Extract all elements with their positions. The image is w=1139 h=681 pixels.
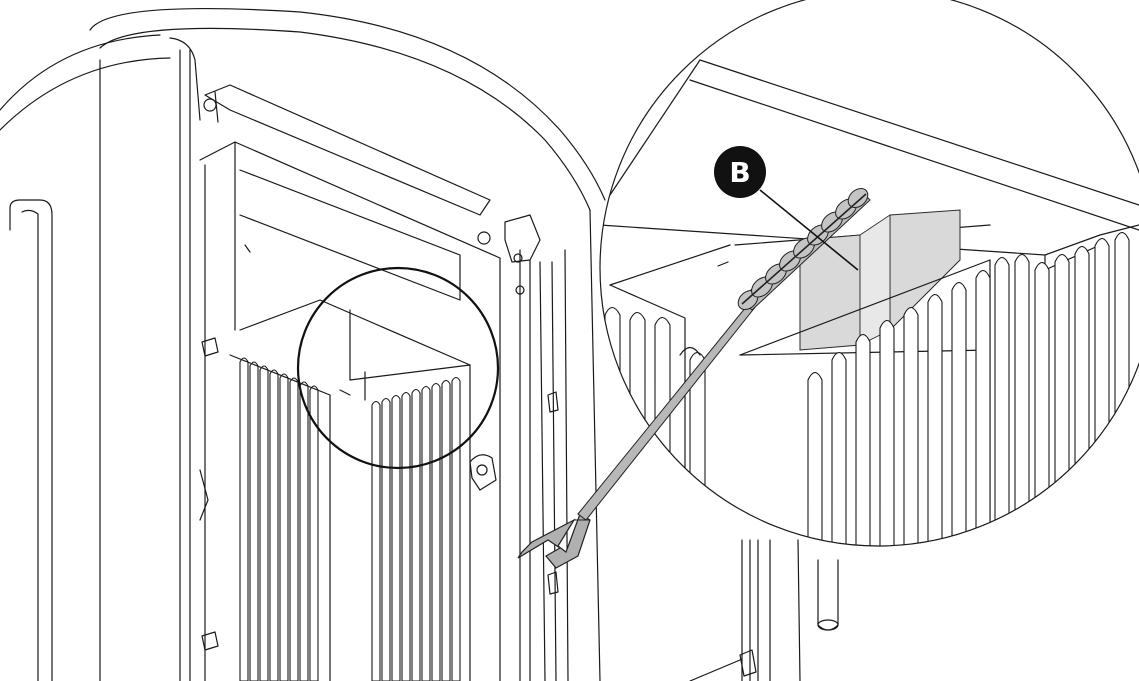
magnified-detail-view [600,0,1139,546]
callout-b-badge [714,146,766,198]
lower-body-detail [689,539,839,681]
callout-b-leader [759,189,859,271]
heat-exchanger-fins-right [371,376,461,681]
brush-bristles [737,188,871,311]
magnified-view-border [599,0,1139,547]
callout-b-label: B [729,156,750,189]
detail-marker-circle [296,266,500,470]
heat-exchanger-fins-left [229,354,331,681]
appliance-cabinet [0,7,757,681]
callout-b: B [714,146,859,271]
cleaning-brush-tool [517,188,871,569]
